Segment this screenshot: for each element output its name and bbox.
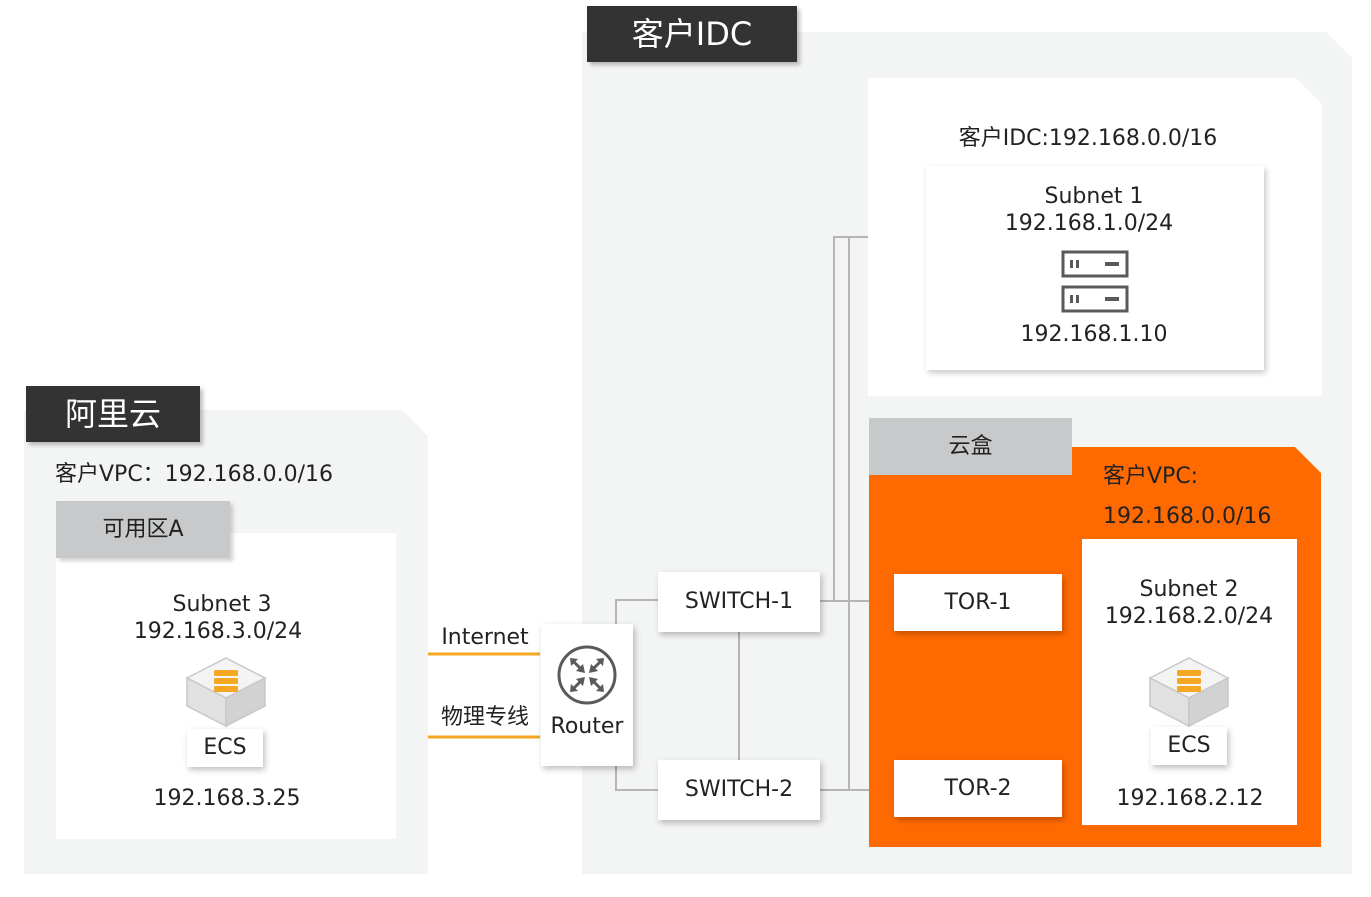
switch-2[interactable]: SWITCH-2 [658, 760, 820, 820]
cloudbox-title: 云盒 [948, 433, 993, 459]
aliyun-ecs-label: ECS [203, 735, 247, 760]
zone-label: 可用区A [102, 516, 184, 542]
switch-2-label: SWITCH-2 [684, 777, 794, 802]
tor-1-label: TOR-1 [944, 589, 1012, 615]
switch-1[interactable]: SWITCH-1 [658, 572, 820, 632]
tor-2[interactable]: TOR-2 [894, 760, 1062, 817]
cloudbox-ecs-label: ECS [1167, 733, 1211, 758]
idc-server-ip: 192.168.1.10 [1020, 322, 1168, 347]
idc-title: 客户IDC [631, 15, 753, 53]
cloudbox-vpc-label-1: 客户VPC: [1103, 464, 1199, 489]
aliyun-ecs-ip: 192.168.3.25 [153, 786, 301, 811]
aliyun-title-tab: 阿里云 [26, 386, 200, 442]
cloudbox-vpc-tab [1072, 447, 1321, 477]
subnet3-cidr: 192.168.3.0/24 [133, 619, 303, 644]
cloudbox-ecs-ip: 192.168.2.12 [1116, 786, 1264, 811]
router-icon [557, 645, 617, 705]
ecs-cube-icon [183, 654, 269, 730]
subnet2-name: Subnet 2 [1139, 577, 1239, 602]
switch-1-label: SWITCH-1 [684, 589, 794, 614]
cloudbox-vpc-label-2: 192.168.0.0/16 [1103, 504, 1272, 529]
ecs-cube-icon [1146, 654, 1232, 730]
router-box[interactable]: Router [541, 624, 633, 766]
subnet3-name: Subnet 3 [172, 592, 272, 617]
aliyun-vpc-label: 客户VPC：192.168.0.0/16 [55, 462, 334, 487]
idc-cidr-label: 客户IDC:192.168.0.0/16 [958, 126, 1218, 151]
tor-1[interactable]: TOR-1 [894, 574, 1062, 631]
aliyun-title: 阿里云 [64, 395, 161, 433]
subnet1-cidr: 192.168.1.0/24 [1004, 211, 1174, 236]
server-icon [1061, 250, 1131, 314]
subnet2-cidr: 192.168.2.0/24 [1104, 604, 1274, 629]
idc-title-tab: 客户IDC [587, 6, 797, 62]
cloudbox-tab: 云盒 [869, 418, 1072, 475]
router-label: Router [550, 714, 624, 739]
aliyun-ecs-box: ECS [187, 729, 263, 767]
tor-2-label: TOR-2 [944, 775, 1012, 801]
zone-tab: 可用区A [56, 501, 230, 558]
subnet1-name: Subnet 1 [1044, 184, 1144, 209]
cloudbox-ecs-box: ECS [1151, 727, 1227, 765]
internet-link-label: Internet [441, 625, 529, 650]
dedicated-link-label: 物理专线 [440, 705, 529, 730]
